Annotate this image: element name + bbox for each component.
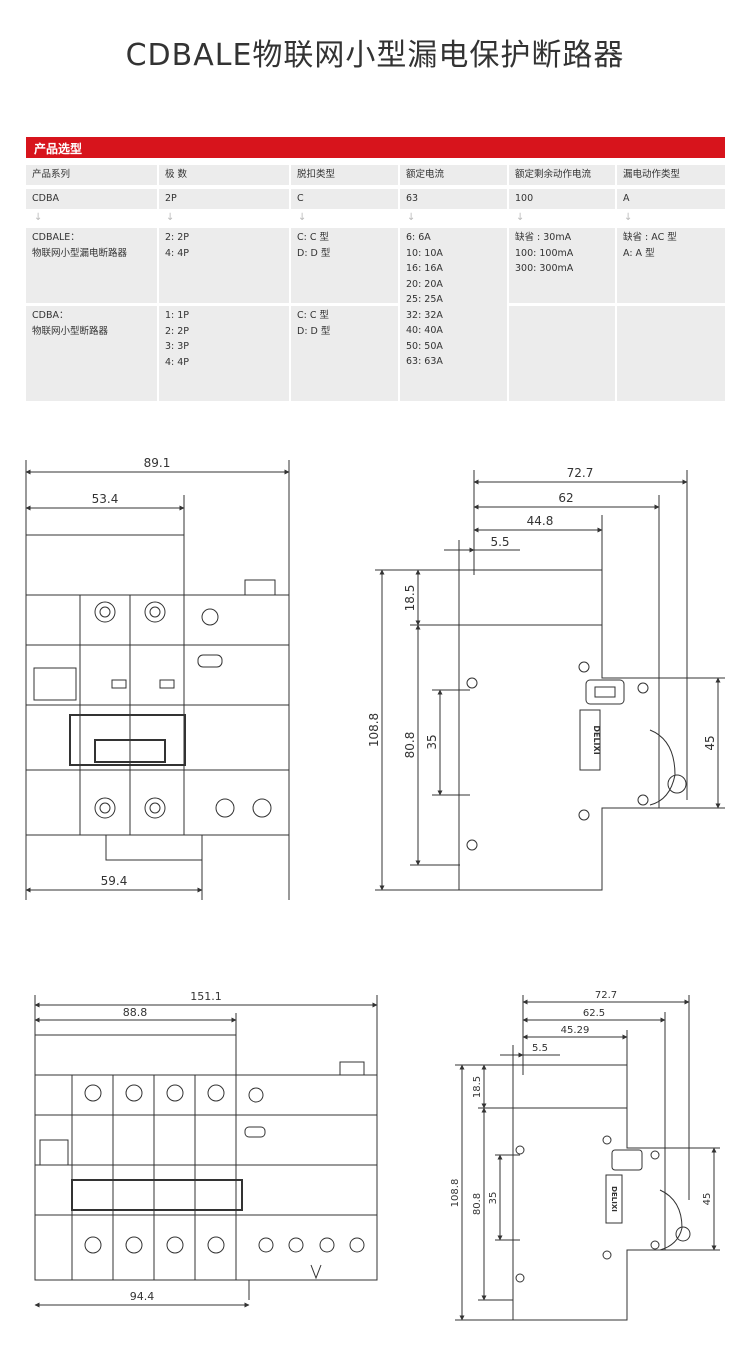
- table-cell: [617, 306, 725, 401]
- brand-label: DELIXI: [592, 725, 601, 754]
- brand-label: DELIXI: [610, 1186, 618, 1212]
- table-header: 额定电流: [400, 165, 507, 185]
- dim-label: 151.1: [190, 990, 222, 1003]
- selection-table: 产品系列 极 数 脱扣类型 额定电流 额定剩余动作电流 漏电动作类型 CDBA …: [26, 165, 725, 401]
- table-cell: 6: 6A 10: 10A 16: 16A 20: 20A 25: 25A 32…: [400, 228, 507, 401]
- dim-label: 53.4: [92, 492, 119, 506]
- side-view-4p: [455, 995, 720, 1321]
- side-view-2p: [375, 470, 725, 891]
- table-cell: 缺省 : 30mA 100: 100mA 300: 300mA: [509, 228, 615, 303]
- dim-label: 5.5: [490, 535, 509, 549]
- dim-label: 18.5: [403, 585, 417, 612]
- table-header: 额定剩余动作电流: [509, 165, 615, 185]
- dim-label: 5.5: [532, 1043, 548, 1054]
- dim-label: 108.8: [450, 1179, 461, 1208]
- dim-label: 18.5: [472, 1076, 483, 1098]
- dim-label: 45.29: [561, 1025, 590, 1036]
- example-cell: 100: [509, 189, 615, 209]
- down-arrow-icon: ↓: [407, 212, 416, 223]
- dim-label: 62: [558, 491, 573, 505]
- dim-label: 108.8: [367, 713, 381, 747]
- dim-label: 72.7: [567, 466, 594, 480]
- section-header-label: 产品选型: [34, 142, 83, 156]
- table-header: 产品系列: [26, 165, 157, 185]
- example-cell: CDBA: [26, 189, 157, 209]
- down-arrow-icon: ↓: [166, 212, 175, 223]
- example-cell: 2P: [159, 189, 289, 209]
- front-view-4p: [34, 995, 378, 1308]
- down-arrow-icon: ↓: [624, 212, 633, 223]
- down-arrow-icon: ↓: [298, 212, 307, 223]
- table-cell: C: C 型 D: D 型: [291, 306, 398, 401]
- table-cell: 缺省 : AC 型 A: A 型: [617, 228, 725, 303]
- dim-label: 80.8: [403, 732, 417, 759]
- page-title: CDBALE物联网小型漏电保护断路器: [125, 38, 625, 73]
- example-cell: 63: [400, 189, 507, 209]
- dim-label: 44.8: [527, 514, 554, 528]
- dim-label: 62.5: [583, 1008, 605, 1019]
- down-arrow-icon: ↓: [516, 212, 525, 223]
- table-header: 脱扣类型: [291, 165, 398, 185]
- table-cell: CDBA： 物联网小型断路器: [26, 306, 157, 401]
- table-cell: [509, 306, 615, 401]
- dim-label: 45: [702, 1193, 713, 1206]
- dim-label: 59.4: [101, 874, 128, 888]
- dim-label: 35: [488, 1192, 499, 1205]
- table-header: 极 数: [159, 165, 289, 185]
- dim-label: 80.8: [472, 1193, 483, 1215]
- dim-label: 45: [703, 735, 717, 750]
- example-cell: A: [617, 189, 725, 209]
- dim-label: 35: [425, 734, 439, 749]
- down-arrow-icon: ↓: [34, 212, 43, 223]
- dim-label: 94.4: [130, 1290, 155, 1303]
- table-cell: CDBALE： 物联网小型漏电断路器: [26, 228, 157, 303]
- front-view-2p: [25, 460, 290, 900]
- example-cell: C: [291, 189, 398, 209]
- section-header: 产品选型: [26, 137, 725, 158]
- dim-label: 72.7: [595, 990, 617, 1001]
- dim-label: 89.1: [144, 456, 171, 470]
- table-header: 漏电动作类型: [617, 165, 725, 185]
- table-cell: 1: 1P 2: 2P 3: 3P 4: 4P: [159, 306, 289, 401]
- dim-label: 88.8: [123, 1006, 148, 1019]
- table-cell: C: C 型 D: D 型: [291, 228, 398, 303]
- table-cell: 2: 2P 4: 4P: [159, 228, 289, 303]
